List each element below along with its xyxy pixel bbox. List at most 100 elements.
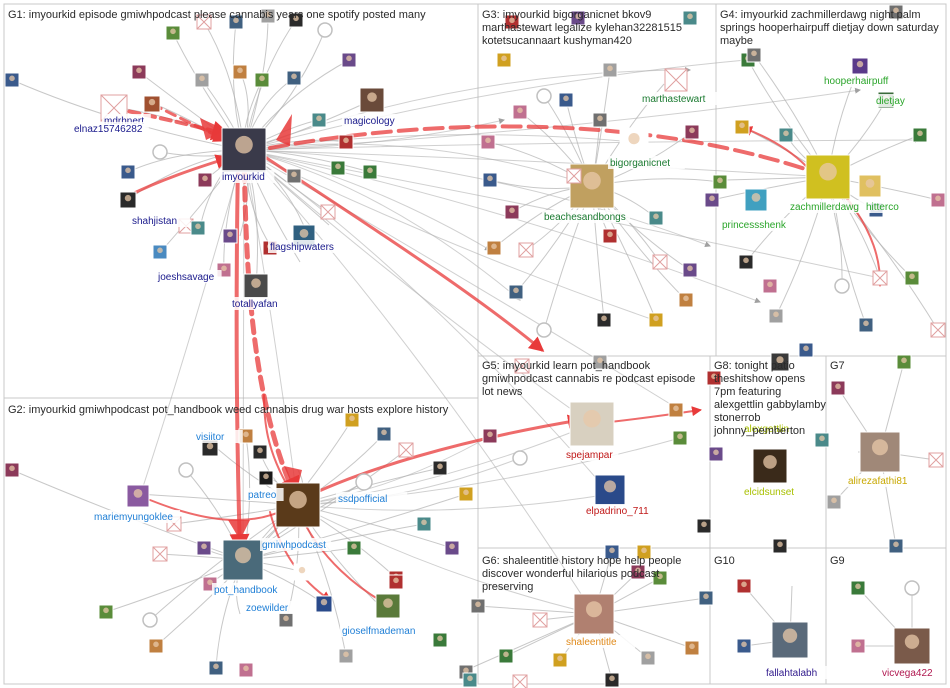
- small-node[interactable]: [482, 172, 498, 188]
- node-mdrhnert[interactable]: [143, 95, 161, 113]
- small-node[interactable]: [602, 62, 618, 78]
- small-node[interactable]: [4, 462, 20, 478]
- small-node[interactable]: [142, 612, 158, 628]
- small-node[interactable]: [120, 164, 136, 180]
- small-node[interactable]: [432, 460, 448, 476]
- small-node[interactable]: [872, 270, 888, 286]
- node-patreon[interactable]: [258, 470, 274, 486]
- small-node[interactable]: [504, 14, 520, 30]
- small-node[interactable]: [648, 210, 664, 226]
- small-node[interactable]: [470, 598, 486, 614]
- small-node[interactable]: [904, 270, 920, 286]
- small-node[interactable]: [834, 278, 850, 294]
- small-node[interactable]: [888, 538, 904, 554]
- small-node[interactable]: [252, 444, 268, 460]
- small-node[interactable]: [814, 432, 830, 448]
- small-node[interactable]: [346, 540, 362, 556]
- small-node[interactable]: [682, 10, 698, 26]
- small-node[interactable]: [896, 354, 912, 370]
- small-node[interactable]: [604, 672, 620, 688]
- small-node[interactable]: [712, 174, 728, 190]
- node-elpadrino[interactable]: [594, 474, 626, 506]
- node-bigorganicnet[interactable]: [619, 127, 649, 157]
- small-node[interactable]: [930, 322, 946, 338]
- small-node[interactable]: [376, 426, 392, 442]
- small-node[interactable]: [928, 452, 944, 468]
- small-node[interactable]: [286, 168, 302, 184]
- node-shaleentitle[interactable]: [573, 593, 615, 635]
- small-node[interactable]: [228, 14, 244, 30]
- small-node[interactable]: [416, 516, 432, 532]
- small-node[interactable]: [850, 638, 866, 654]
- small-node[interactable]: [190, 220, 206, 236]
- small-node[interactable]: [930, 192, 946, 208]
- small-node[interactable]: [4, 72, 20, 88]
- node-marthastewart[interactable]: [664, 68, 688, 92]
- small-node[interactable]: [341, 52, 357, 68]
- small-node[interactable]: [98, 604, 114, 620]
- small-node[interactable]: [317, 22, 333, 38]
- small-node[interactable]: [604, 544, 620, 560]
- small-node[interactable]: [278, 612, 294, 628]
- small-node[interactable]: [640, 650, 656, 666]
- node-elcidsunset[interactable]: [752, 448, 788, 484]
- small-node[interactable]: [596, 312, 612, 328]
- small-node[interactable]: [858, 317, 874, 333]
- small-node[interactable]: [480, 134, 496, 150]
- small-node[interactable]: [462, 672, 478, 688]
- small-node[interactable]: [254, 72, 270, 88]
- small-node[interactable]: [344, 412, 360, 428]
- small-node[interactable]: [888, 4, 904, 20]
- small-node[interactable]: [518, 242, 534, 258]
- node-shahjistan[interactable]: [119, 191, 137, 209]
- node-zoewilder[interactable]: [315, 595, 333, 613]
- node-zachmillerdawg[interactable]: [805, 154, 851, 200]
- small-node[interactable]: [736, 638, 752, 654]
- small-node[interactable]: [768, 308, 784, 324]
- small-node[interactable]: [178, 462, 194, 478]
- small-node[interactable]: [684, 124, 700, 140]
- node-imyourkid[interactable]: [221, 127, 267, 173]
- small-node[interactable]: [912, 127, 928, 143]
- small-node[interactable]: [536, 322, 552, 338]
- small-node[interactable]: [558, 92, 574, 108]
- small-node[interactable]: [222, 228, 238, 244]
- small-node[interactable]: [630, 564, 646, 580]
- small-node[interactable]: [311, 112, 327, 128]
- small-node[interactable]: [592, 112, 608, 128]
- small-node[interactable]: [706, 370, 722, 386]
- small-node[interactable]: [260, 8, 276, 24]
- small-node[interactable]: [131, 64, 147, 80]
- small-node[interactable]: [746, 47, 762, 63]
- node-gioselfmademan[interactable]: [375, 593, 401, 619]
- node-mariemyungoklee[interactable]: [126, 484, 150, 508]
- small-node[interactable]: [708, 446, 724, 462]
- small-node[interactable]: [566, 168, 582, 184]
- node-g8-hub[interactable]: [770, 352, 790, 372]
- small-node[interactable]: [165, 25, 181, 41]
- small-node[interactable]: [362, 164, 378, 180]
- small-node[interactable]: [696, 518, 712, 534]
- small-node[interactable]: [826, 494, 842, 510]
- small-node[interactable]: [458, 486, 474, 502]
- small-node[interactable]: [388, 574, 404, 590]
- small-node[interactable]: [512, 104, 528, 120]
- small-node[interactable]: [738, 254, 754, 270]
- small-node[interactable]: [602, 228, 618, 244]
- small-node[interactable]: [288, 12, 304, 28]
- small-node[interactable]: [486, 240, 502, 256]
- small-node[interactable]: [444, 540, 460, 556]
- node-vicvega422[interactable]: [893, 627, 931, 665]
- small-node[interactable]: [398, 442, 414, 458]
- small-node[interactable]: [672, 430, 688, 446]
- small-node[interactable]: [592, 354, 608, 370]
- small-node[interactable]: [772, 538, 788, 554]
- small-node[interactable]: [762, 278, 778, 294]
- node-spejampar[interactable]: [569, 401, 615, 447]
- small-node[interactable]: [652, 254, 668, 270]
- node-hitterco[interactable]: [858, 174, 882, 198]
- small-node[interactable]: [196, 540, 212, 556]
- small-node[interactable]: [320, 204, 336, 220]
- small-node[interactable]: [736, 578, 752, 594]
- small-node[interactable]: [512, 674, 528, 688]
